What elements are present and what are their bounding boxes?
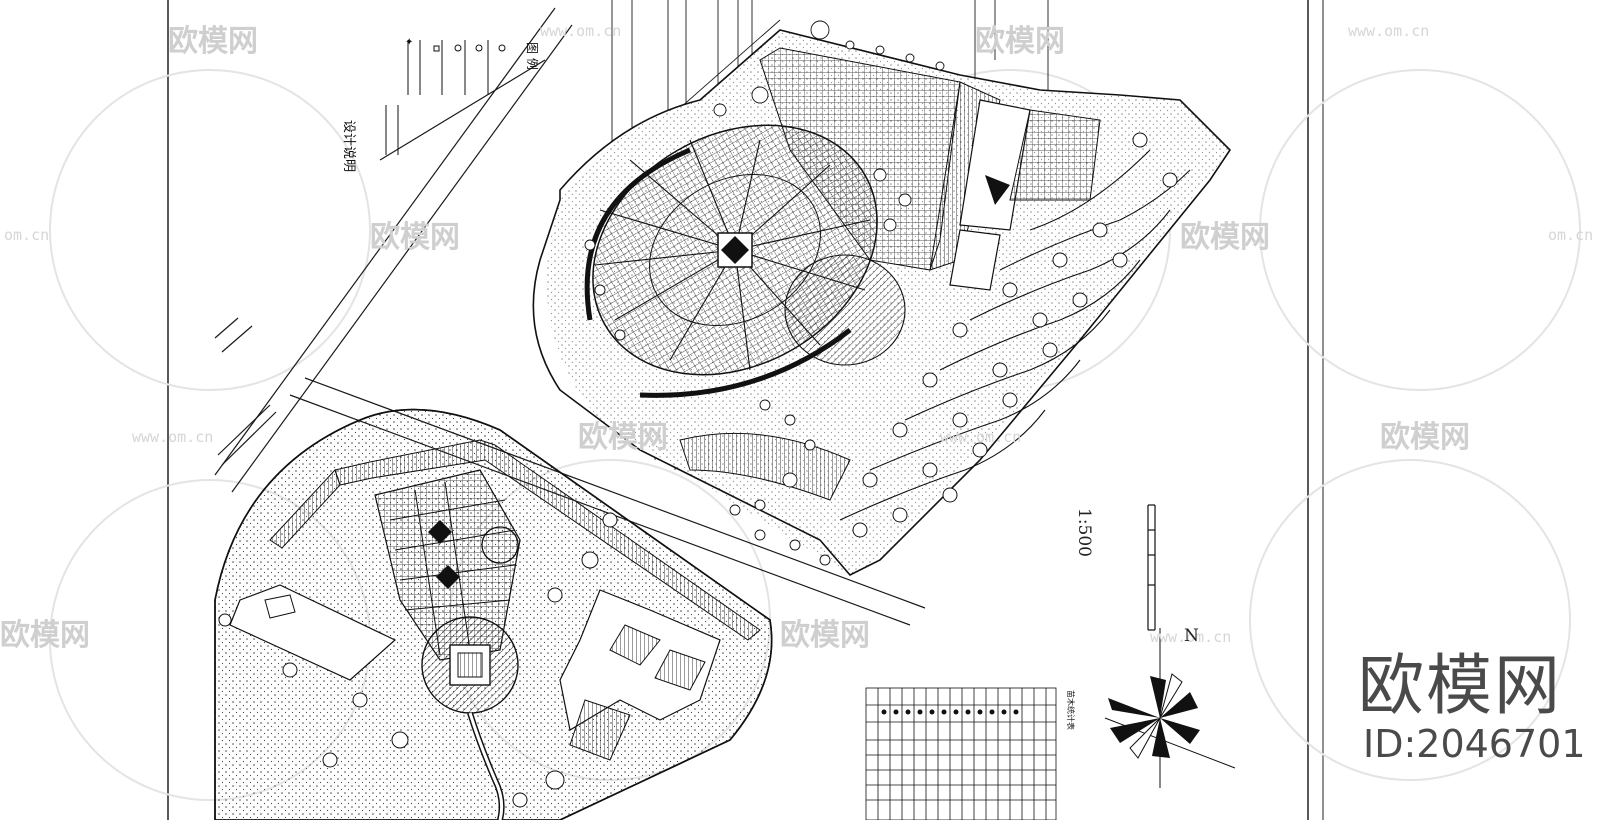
watermark-brand: 欧模网 <box>0 618 90 653</box>
legend-block: 图 例 ✦ 设计说明 <box>341 37 539 172</box>
watermark-brand: 欧模网 <box>168 24 258 59</box>
sheet-frame <box>167 0 1324 820</box>
svg-text:✦: ✦ <box>405 37 413 48</box>
watermark-url: www.om.cn <box>1348 22 1430 40</box>
plant-table: 苗木统计表 <box>865 687 1076 821</box>
watermark-url: www.om.cn <box>940 428 1022 446</box>
watermark-brand: 欧模网 <box>1180 220 1270 255</box>
watermark-url: om.cn <box>1548 226 1594 244</box>
legend-title: 图 例 <box>525 42 539 70</box>
model-id: ID:2046701 <box>1363 722 1586 766</box>
brand-logo-text: 欧模网 <box>1358 647 1562 724</box>
scale-bar <box>1147 504 1156 631</box>
watermark-brand: 欧模网 <box>578 420 668 455</box>
lower-site <box>214 408 773 821</box>
scale-label: 1:500 <box>1074 508 1094 557</box>
north-arrow-icon <box>1104 628 1236 788</box>
watermark-url: www.om.cn <box>132 428 214 446</box>
north-label: N <box>1184 626 1199 646</box>
watermark-brand: 欧模网 <box>780 618 870 653</box>
watermark-brand: 欧模网 <box>975 24 1065 59</box>
watermark-brand: 欧模网 <box>1380 420 1470 455</box>
plant-table-title: 苗木统计表 <box>1066 690 1076 730</box>
watermark-url: www.om.cn <box>540 22 622 40</box>
watermark-url: om.cn <box>4 226 50 244</box>
notes-title: 设计说明 <box>341 120 356 172</box>
watermark-brand: 欧模网 <box>370 220 460 255</box>
watermark-url: www.om.cn <box>1150 628 1232 646</box>
upper-site <box>532 20 1232 576</box>
